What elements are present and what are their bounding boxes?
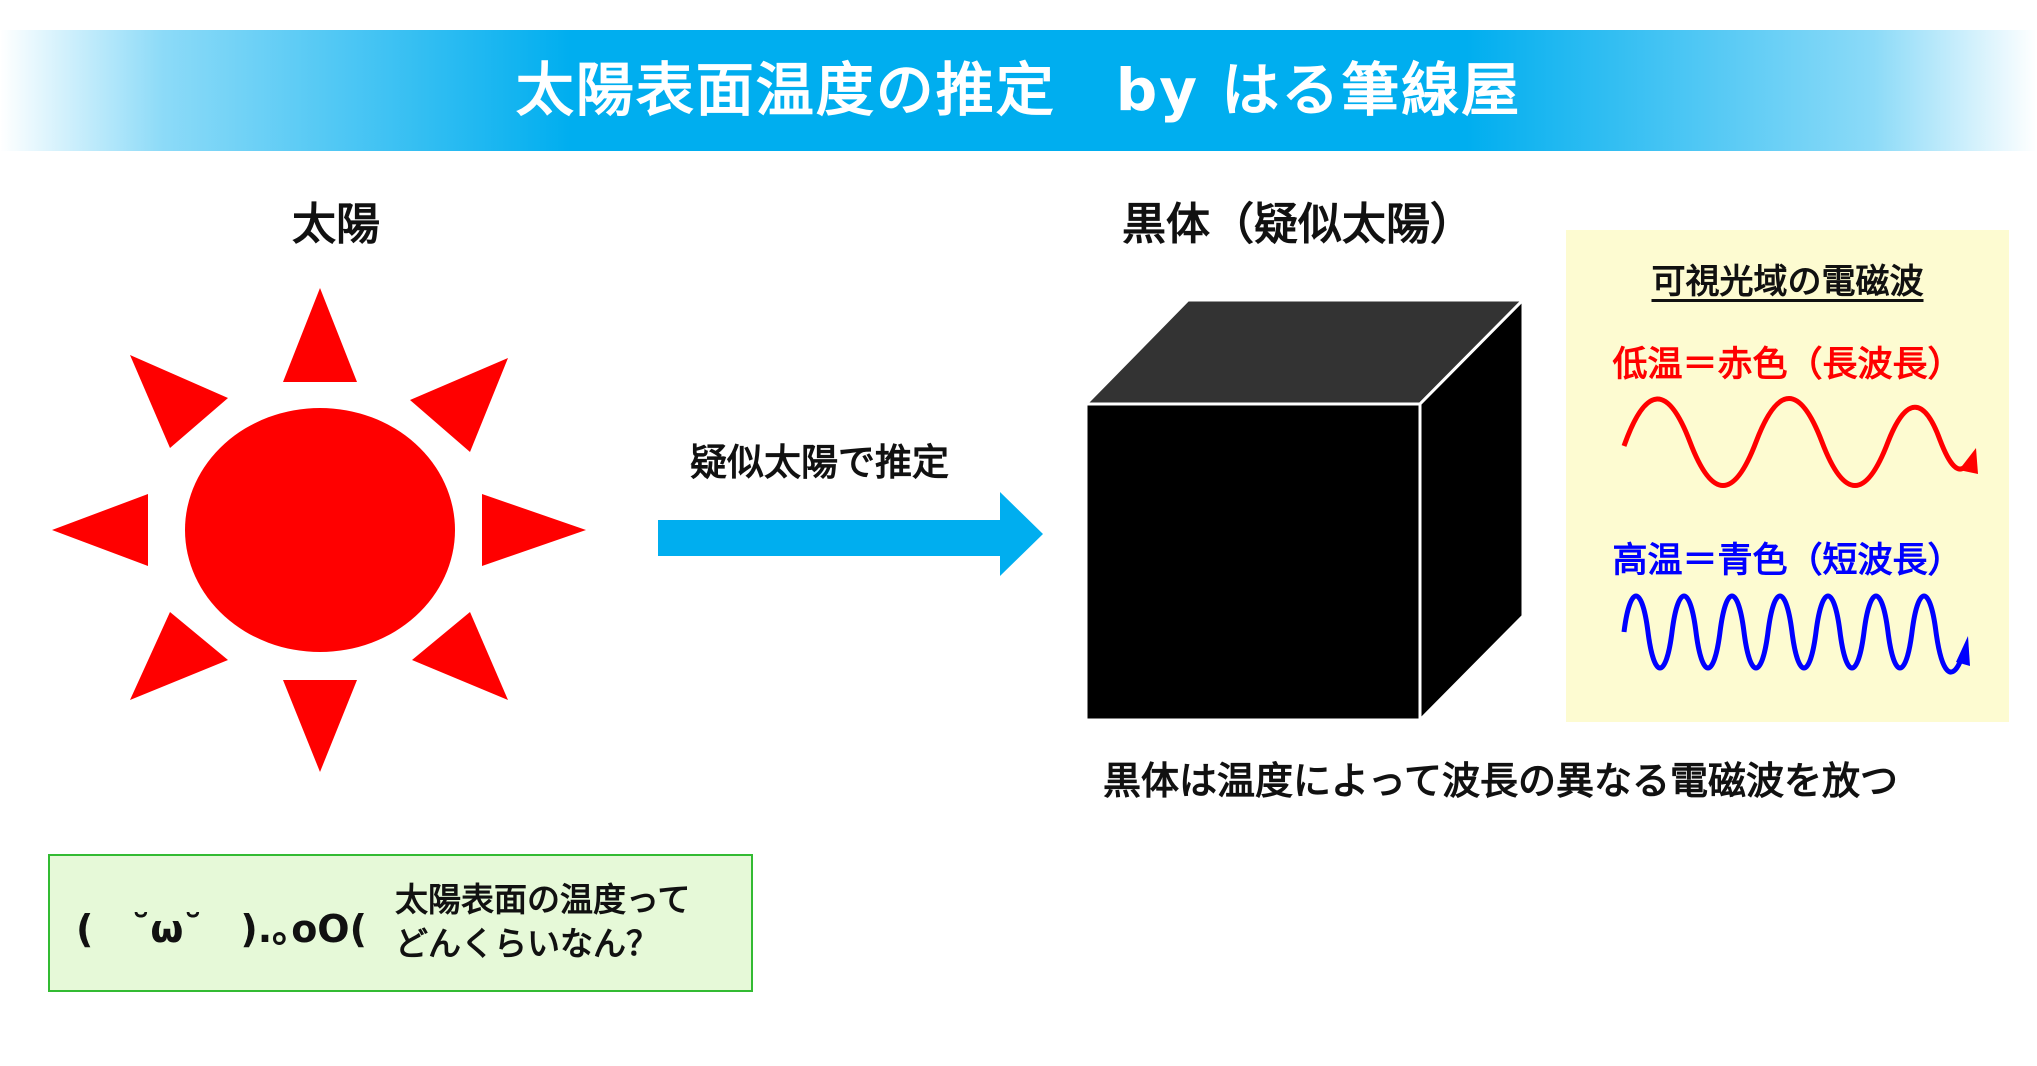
kaomoji-face: ( ˘ω˘ ).｡oO( <box>76 907 367 951</box>
sun-ray-bottom-left <box>130 612 228 700</box>
thought-line-1: 太陽表面の温度って <box>395 880 691 919</box>
long-wave-arrowhead <box>1959 448 1978 474</box>
sun-icon <box>52 288 586 772</box>
title-banner <box>0 30 2037 151</box>
sun-ray-top-left <box>130 355 228 448</box>
sun-ray-top-right <box>410 358 508 452</box>
sun-disc <box>185 408 455 652</box>
blackbody-cube <box>1082 296 1527 724</box>
short-wave-line <box>1621 593 1963 675</box>
arrow-label: 疑似太陽で推定 <box>690 441 949 484</box>
thought-bubble: ( ˘ω˘ ).｡oO( 太陽表面の温度って どんくらいなん？ <box>48 854 753 992</box>
blackbody-label: 黒体（疑似太陽） <box>1122 199 1474 250</box>
cube-front-face <box>1084 402 1422 722</box>
sun-ray-top <box>283 288 357 382</box>
low-temp-label: 低温＝赤色（長波長） <box>1612 345 1963 385</box>
blackbody-caption: 黒体は温度によって波長の異なる電磁波を放つ <box>1103 759 1898 803</box>
high-temp-label: 高温＝青色（短波長） <box>1612 541 1963 581</box>
wave-graphics <box>1621 396 1978 675</box>
thought-line-2: どんくらいなん？ <box>395 924 659 963</box>
sun-ray-bottom <box>283 680 357 772</box>
sun-ray-bottom-right <box>412 612 508 700</box>
sun-label: 太陽 <box>292 199 380 250</box>
sun-ray-left <box>52 494 148 566</box>
visible-light-panel: 可視光域の電磁波 低温＝赤色（長波長） 高温＝青色（短波長） <box>1566 230 2009 722</box>
panel-title: 可視光域の電磁波 <box>1651 262 1924 302</box>
estimate-arrow <box>658 492 1043 576</box>
page-title: 太陽表面温度の推定 by はる筆線屋 <box>515 56 1522 124</box>
long-wave-line <box>1621 396 1968 488</box>
thought-text: 太陽表面の温度って どんくらいなん？ <box>395 878 690 966</box>
sun-ray-right <box>482 494 586 566</box>
short-wave-arrowhead <box>1956 636 1970 666</box>
